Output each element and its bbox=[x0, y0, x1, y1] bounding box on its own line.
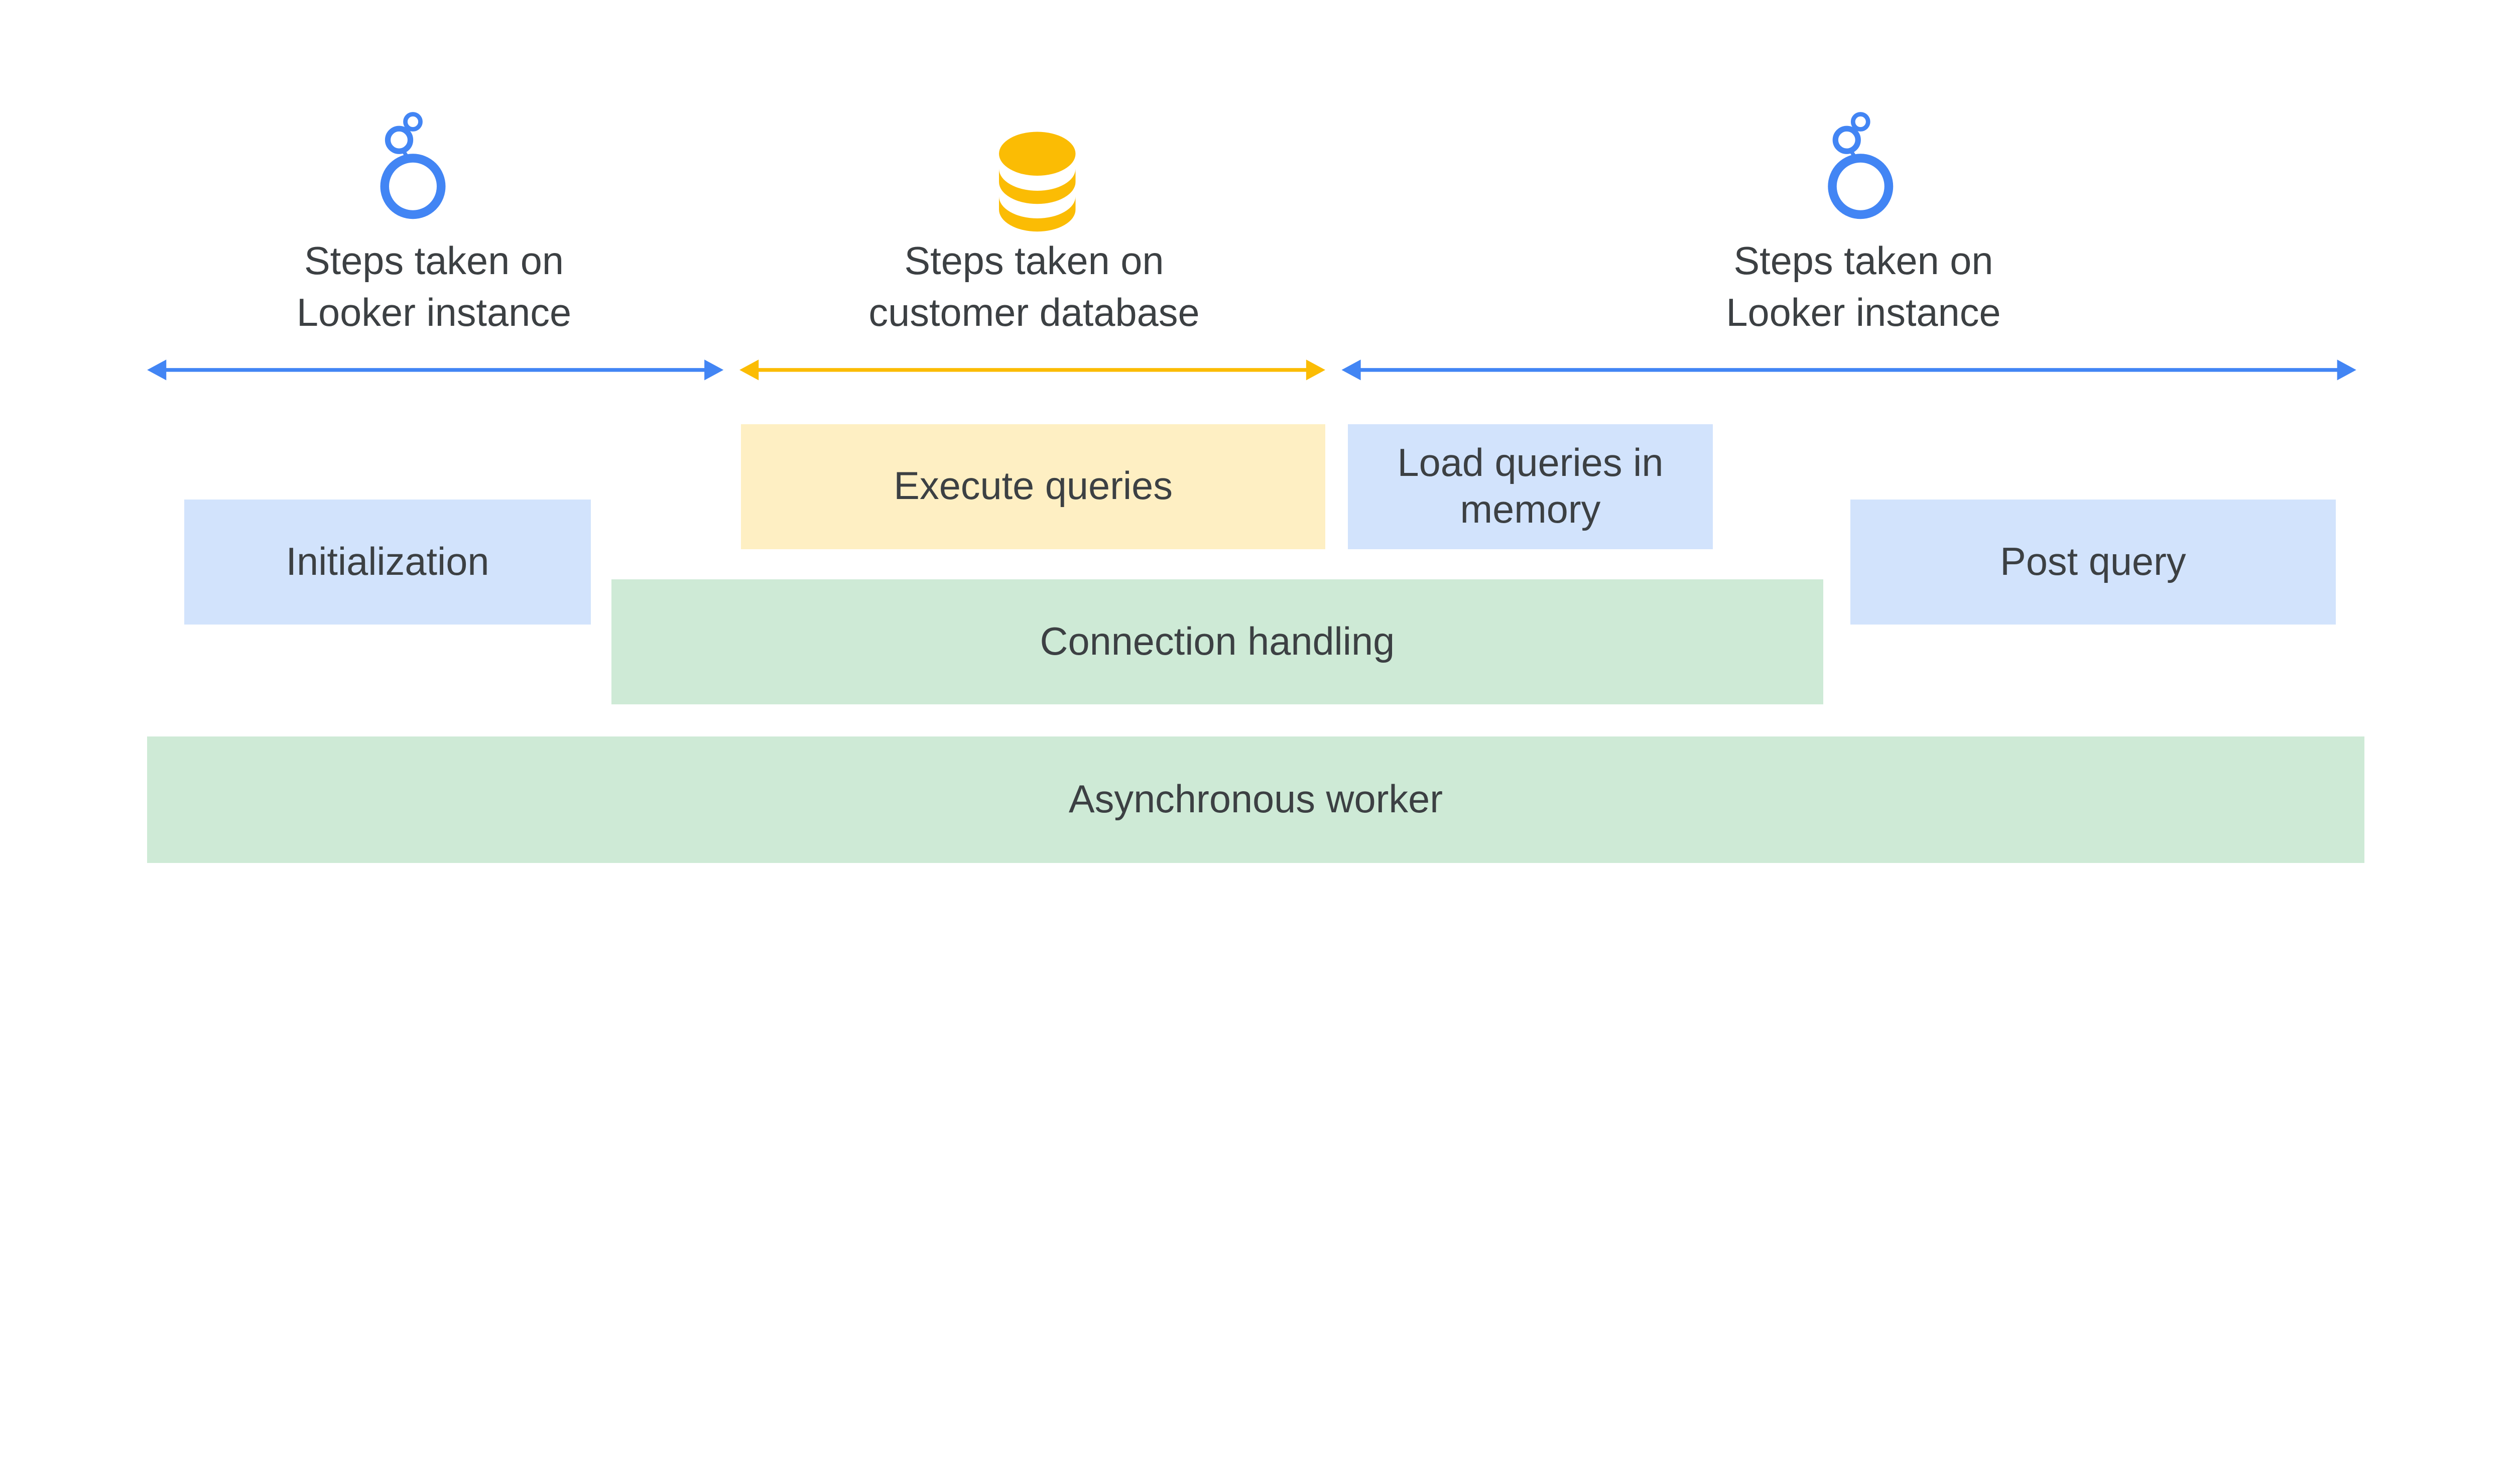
step-label: Connection handling bbox=[1040, 620, 1395, 663]
section-heading-customer-database: Steps taken on customer database bbox=[815, 235, 1254, 339]
step-label: Load queries in bbox=[1397, 441, 1664, 484]
connection-handling-step: Connection handling bbox=[611, 579, 1823, 704]
execute-queries-step: Execute queries bbox=[741, 424, 1325, 549]
heading-line: customer database bbox=[868, 291, 1200, 334]
heading-line: Looker instance bbox=[296, 291, 572, 334]
load-queries-step: Load queries in memory bbox=[1348, 424, 1713, 549]
database-icon bbox=[999, 132, 1076, 232]
section-heading-looker-instance: Steps taken on Looker instance bbox=[1644, 235, 2083, 339]
customer-database-span-arrow bbox=[739, 359, 1325, 381]
looker-logo-icon bbox=[385, 114, 441, 215]
initialization-step: Initialization bbox=[184, 500, 591, 625]
step-label: Initialization bbox=[286, 540, 489, 583]
step-label: Asynchronous worker bbox=[1068, 777, 1443, 821]
asynchronous-worker-step: Asynchronous worker bbox=[147, 736, 2364, 863]
step-label: Execute queries bbox=[894, 464, 1173, 508]
post-query-step: Post query bbox=[1850, 500, 2336, 625]
diagram-graphics bbox=[147, 0, 2356, 381]
step-label: memory bbox=[1460, 488, 1601, 532]
heading-line: Steps taken on bbox=[904, 239, 1164, 283]
section-heading-looker-instance: Steps taken on Looker instance bbox=[214, 235, 654, 339]
heading-line: Looker instance bbox=[1726, 291, 2001, 334]
heading-line: Steps taken on bbox=[304, 239, 564, 283]
looker-instance-span-arrow bbox=[1341, 359, 2356, 381]
step-label: Post query bbox=[2000, 540, 2186, 583]
looker-instance-span-arrow bbox=[147, 359, 724, 381]
looker-logo-icon bbox=[1832, 114, 1889, 215]
heading-line: Steps taken on bbox=[1733, 239, 1993, 283]
